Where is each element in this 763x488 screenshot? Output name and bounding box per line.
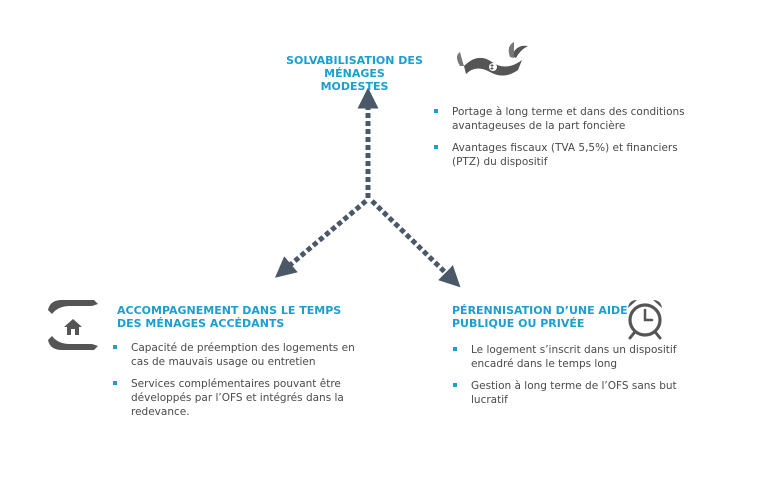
list-item: Services complémentaires pouvant être dé…	[112, 377, 372, 419]
top-heading-line-2: MODESTES	[320, 80, 389, 93]
list-item: Le logement s’inscrit dans un dispositif…	[452, 343, 712, 371]
right-heading: PÉRENNISATION D’UNE AIDE PUBLIQUE OU PRI…	[452, 304, 642, 330]
left-heading: ACCOMPAGNEMENT DANS LE TEMPS DES MÉNAGES…	[117, 304, 357, 330]
arrow-down-right	[370, 199, 461, 288]
left-heading-line-1: ACCOMPAGNEMENT DANS LE TEMPS	[117, 304, 342, 317]
right-bullets: Le logement s’inscrit dans un dispositif…	[452, 343, 712, 415]
alarm-clock-icon	[628, 300, 662, 340]
list-item: Portage à long terme et dans des conditi…	[433, 105, 708, 133]
left-heading-line-2: DES MÉNAGES ACCÉDANTS	[117, 317, 285, 330]
flying-money-icon	[457, 42, 528, 76]
list-item: Capacité de préemption des logements en …	[112, 341, 372, 369]
arrow-down-left	[274, 199, 368, 278]
top-heading: SOLVABILISATION DES MÉNAGES MODESTES	[262, 54, 447, 93]
list-item: Avantages fiscaux (TVA 5,5%) et financie…	[433, 141, 708, 169]
list-item: Gestion à long terme de l’OFS sans but l…	[452, 379, 712, 407]
left-bullets: Capacité de préemption des logements en …	[112, 341, 372, 427]
top-bullets: Portage à long terme et dans des conditi…	[433, 105, 708, 177]
top-heading-line-1: SOLVABILISATION DES MÉNAGES	[286, 54, 423, 80]
right-heading-line-2: PUBLIQUE OU PRIVÉE	[452, 317, 585, 330]
right-heading-line-1: PÉRENNISATION D’UNE AIDE	[452, 304, 628, 317]
hands-house-icon	[48, 300, 98, 350]
